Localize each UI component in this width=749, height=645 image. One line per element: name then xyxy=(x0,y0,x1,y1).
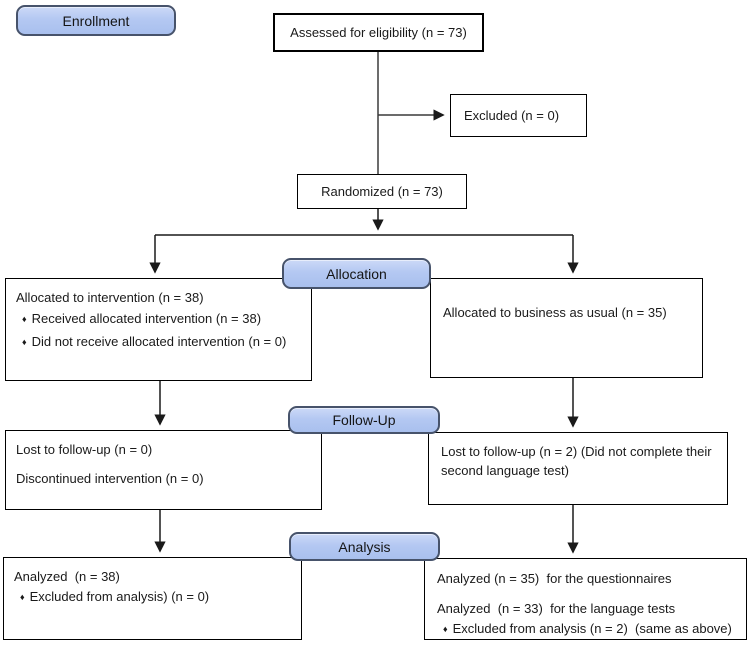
allocation-left-bullet-2: ♦ Did not receive allocated intervention … xyxy=(16,331,301,354)
assessed-box: Assessed for eligibility (n = 73) xyxy=(273,13,484,52)
analysis-right-bullet-1: ♦ Excluded from analysis (n = 2) (same as… xyxy=(437,619,734,640)
stage-label-enrollment: Enrollment xyxy=(16,5,176,36)
randomized-text: Randomized (n = 73) xyxy=(321,183,443,199)
excluded-box: Excluded (n = 0) xyxy=(450,94,587,137)
stage-label-analysis-text: Analysis xyxy=(338,538,391,555)
analysis-left-bullet-1-text: Excluded from analysis) (n = 0) xyxy=(29,589,210,604)
stage-label-allocation: Allocation xyxy=(282,258,431,289)
assessed-text: Assessed for eligibility (n = 73) xyxy=(290,24,467,40)
diamond-bullet-icon: ♦ xyxy=(20,592,25,602)
analysis-left-line-1: Analyzed (n = 38) xyxy=(14,569,120,584)
analysis-right-box: Analyzed (n = 35) for the questionnaires… xyxy=(424,558,747,640)
stage-label-analysis: Analysis xyxy=(289,532,440,561)
analysis-left-bullet-1: ♦ Excluded from analysis) (n = 0) xyxy=(14,587,291,608)
allocation-left-box: Allocated to intervention (n = 38) ♦ Rece… xyxy=(5,278,312,381)
randomized-box: Randomized (n = 73) xyxy=(297,174,467,209)
allocation-left-bullet-1: ♦ Received allocated intervention (n = 38… xyxy=(16,308,301,331)
allocation-left-title: Allocated to intervention (n = 38) xyxy=(16,290,204,305)
followup-left-box: Lost to follow-up (n = 0) Discontinued i… xyxy=(5,430,322,510)
stage-label-allocation-text: Allocation xyxy=(326,265,387,282)
analysis-right-bullet-1-text: Excluded from analysis (n = 2) (same as … xyxy=(452,621,732,636)
followup-right-box: Lost to follow-up (n = 2) (Did not compl… xyxy=(428,432,728,505)
analysis-left-box: Analyzed (n = 38) ♦ Excluded from analysi… xyxy=(3,557,302,640)
diamond-bullet-icon: ♦ xyxy=(443,624,448,634)
allocation-left-bullet-2-text: Did not receive allocated intervention (… xyxy=(31,334,287,349)
diamond-bullet-icon: ♦ xyxy=(22,314,27,324)
diamond-bullet-icon: ♦ xyxy=(22,337,27,347)
allocation-right-box: Allocated to business as usual (n = 35) xyxy=(430,278,703,378)
analysis-right-line-1: Analyzed (n = 35) for the questionnaires xyxy=(437,571,672,586)
excluded-text: Excluded (n = 0) xyxy=(464,107,560,123)
followup-left-line-2: Discontinued intervention (n = 0) xyxy=(16,471,204,486)
followup-left-line-1: Lost to follow-up (n = 0) xyxy=(16,442,153,457)
followup-right-line-1: Lost to follow-up (n = 2) (Did not compl… xyxy=(441,444,716,478)
allocation-right-title: Allocated to business as usual (n = 35) xyxy=(443,305,667,320)
allocation-left-bullet-1-text: Received allocated intervention (n = 38) xyxy=(31,311,262,326)
analysis-right-line-2: Analyzed (n = 33) for the language tests xyxy=(437,601,676,616)
stage-label-followup-text: Follow-Up xyxy=(332,412,396,428)
stage-label-followup: Follow-Up xyxy=(288,406,440,434)
stage-label-enrollment-text: Enrollment xyxy=(62,12,130,29)
